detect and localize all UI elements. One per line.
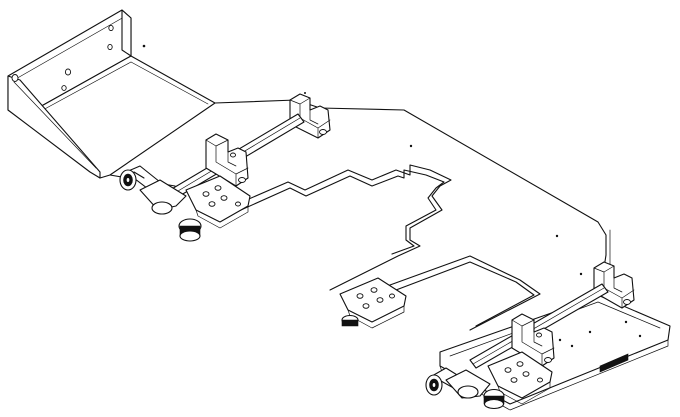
- bracket-hole: [11, 74, 19, 82]
- angled-bracket: [7, 9, 216, 179]
- upper-shaft-assembly: [169, 92, 331, 199]
- bracket-hole: [61, 85, 67, 91]
- bracket-hole: [64, 68, 72, 76]
- toggle-clamp: [119, 165, 251, 242]
- bracket-hole: [107, 43, 113, 51]
- bracket-hole: [108, 24, 114, 32]
- toggle-clamp: [339, 277, 407, 329]
- toggle-clamp: [425, 351, 553, 410]
